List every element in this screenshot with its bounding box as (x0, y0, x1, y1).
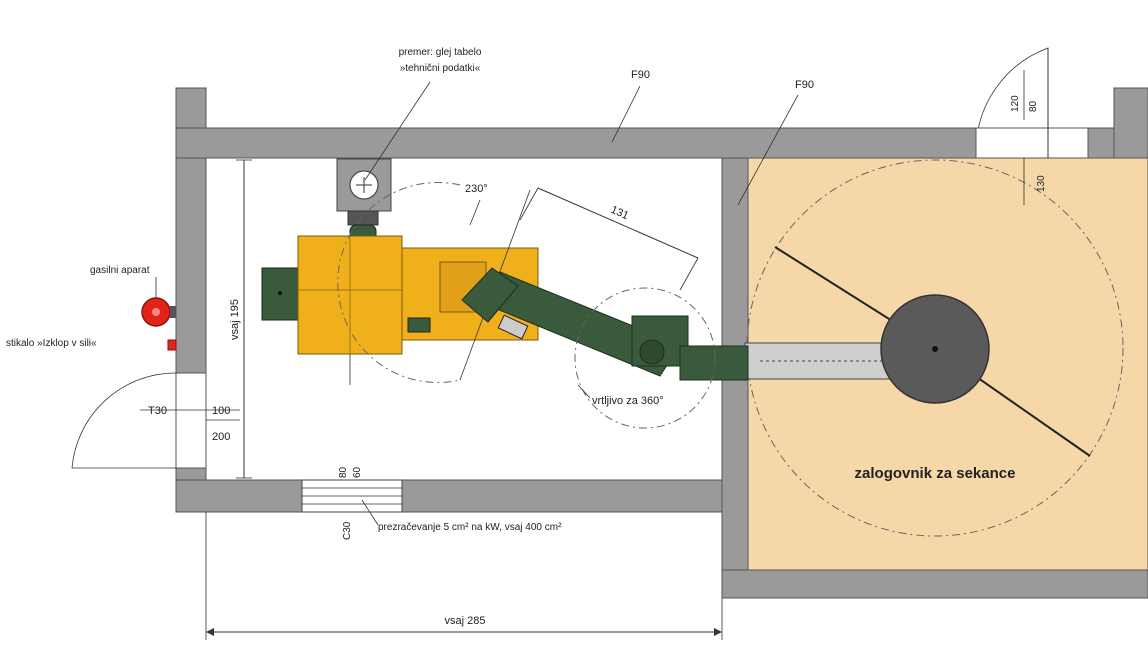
door-t30-label: T30 (148, 405, 167, 417)
dim-80-vent: 80 (338, 466, 349, 478)
dim-285-arrow-right (714, 628, 722, 636)
dim-131-line (537, 187, 699, 259)
dim-195-label: vsaj 195 (229, 299, 241, 340)
door-left (71, 372, 240, 469)
swing-arc-230 (337, 182, 461, 383)
feeder-arm (461, 267, 749, 381)
wall-right-top (1113, 87, 1148, 159)
rotation-leader (577, 384, 591, 399)
storage-label: zalogovnik za sekance (855, 465, 1016, 482)
f90-right-leader (737, 94, 799, 206)
wall-storage-bottom (721, 569, 1148, 599)
extinguisher-label: gasilni aparat (90, 265, 150, 276)
chimney (336, 158, 392, 252)
dim-200: 200 (212, 431, 230, 443)
dim-131-ext2 (679, 257, 699, 291)
premer-line1: premer: glej tabelo (399, 47, 482, 58)
rotation-circle (574, 287, 716, 429)
dim-60-vent: 60 (352, 466, 363, 478)
c30-label: C30 (342, 521, 353, 540)
door-top-right (975, 47, 1089, 205)
f90-left-label: F90 (631, 69, 650, 81)
extinguisher-nozzle (152, 308, 160, 316)
rotation-label: vrtljivo za 360° (592, 395, 664, 407)
angle-leader (469, 199, 481, 226)
dim-285-label: vsaj 285 (445, 615, 486, 627)
disc-center (932, 346, 938, 352)
dim-100: 100 (212, 405, 230, 417)
wall-left-top (175, 87, 207, 129)
vent-leader (361, 499, 379, 526)
conveyor-channel (744, 342, 891, 380)
ventilation-grille (301, 479, 403, 513)
emergency-switch (167, 339, 177, 351)
extinguisher-mount (170, 306, 176, 318)
f90-left-leader (611, 85, 641, 143)
dim-131-ext1 (519, 187, 539, 221)
wall-top (175, 127, 977, 159)
f90-right-label: F90 (795, 79, 814, 91)
dim-120: 120 (1010, 95, 1021, 112)
switch-label: stikalo »Izklop v sili« (6, 338, 97, 349)
ventilation-label: prezračevanje 5 cm² na kW, vsaj 400 cm² (378, 522, 562, 533)
premer-leader (364, 81, 431, 181)
angle-230-label: 230° (465, 183, 488, 195)
dim-285-arrow-left (206, 628, 214, 636)
dim-80-door: 80 (1028, 100, 1039, 112)
dim-130: 130 (1036, 175, 1047, 192)
storage-sweep-circle (746, 159, 1124, 537)
wall-bottom (175, 479, 723, 513)
premer-line2: »tehnični podatki« (400, 63, 481, 74)
